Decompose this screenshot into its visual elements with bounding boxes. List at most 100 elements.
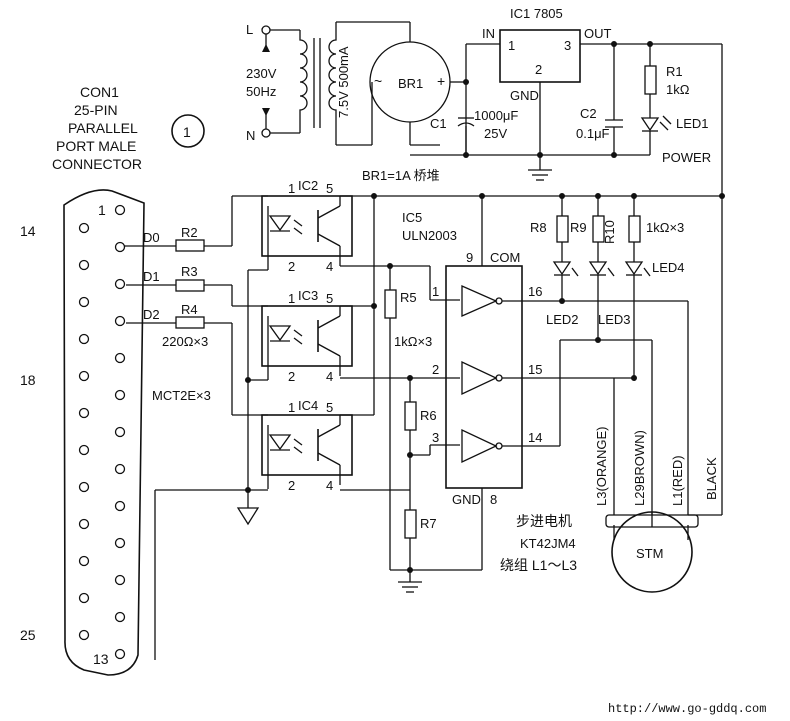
black-label: BLACK xyxy=(704,457,719,500)
con1-label-line4: PORT MALE xyxy=(56,138,136,154)
ic2-label: IC2 xyxy=(298,178,318,193)
watermark-url: http://www.go-gddq.com xyxy=(608,702,766,716)
uln2003-label: ULN2003 xyxy=(402,228,457,243)
ic1-label: IC1 7805 xyxy=(510,6,563,21)
opto-pin-4: 4 xyxy=(326,369,333,384)
opto-body xyxy=(261,195,353,257)
com-label: COM xyxy=(490,250,520,265)
opto-body xyxy=(261,305,353,367)
con1-label-line5: CONNECTOR xyxy=(52,156,142,172)
uln-gnd-label: GND xyxy=(452,492,481,507)
connector-pin xyxy=(114,648,126,660)
opto-pin-1: 1 xyxy=(288,400,295,415)
svg-text:~: ~ xyxy=(374,73,382,89)
opto-led xyxy=(268,434,292,451)
connector-pin xyxy=(114,574,126,586)
connector-pin xyxy=(114,278,126,290)
opto-pin-5: 5 xyxy=(326,181,333,196)
connector-pin xyxy=(78,481,90,493)
l3-label: L3(ORANGE) xyxy=(594,427,609,506)
stm-label: STM xyxy=(636,546,663,561)
r9-label: R9 xyxy=(570,220,587,235)
reg-pin1: 1 xyxy=(508,38,515,53)
connector-pin xyxy=(78,370,90,382)
uln-pin15: 15 xyxy=(528,362,542,377)
r8-label: R8 xyxy=(530,220,547,235)
connector-pin xyxy=(114,611,126,623)
c2-label: C2 xyxy=(580,106,597,121)
con1-pin-25-label: 25 xyxy=(20,627,36,643)
out-label: OUT xyxy=(584,26,612,41)
db25-connector xyxy=(63,189,145,676)
connector-pin xyxy=(114,500,126,512)
r4-label: R4 xyxy=(181,302,198,317)
reg-pin2: 2 xyxy=(535,62,542,77)
l1-label: L1(RED) xyxy=(670,455,685,506)
c2-value: 0.1μF xyxy=(576,126,610,141)
r5-label: R5 xyxy=(400,290,417,305)
r4-value-label: 220Ω×3 xyxy=(162,334,208,349)
power-label: POWER xyxy=(662,150,711,165)
led1-label: LED1 xyxy=(676,116,709,131)
opto-input-wiring xyxy=(231,195,268,526)
d2-label: D2 xyxy=(143,307,160,322)
con1-pin-1-label: 1 xyxy=(98,202,106,218)
opto-pin-2: 2 xyxy=(288,369,295,384)
led4-label: LED4 xyxy=(652,260,685,275)
motor-windings: 绕组 L1～L3 xyxy=(500,557,577,573)
opto-pin-1: 1 xyxy=(288,181,295,196)
br1-label: BR1 xyxy=(398,76,423,91)
connector-pin xyxy=(114,537,126,549)
figure-number-circle xyxy=(171,114,205,148)
opto-body xyxy=(261,414,353,476)
c1-label: C1 xyxy=(430,116,447,131)
r6-label: R6 xyxy=(420,408,437,423)
gnd-label: GND xyxy=(510,88,539,103)
r2-label: R2 xyxy=(181,225,198,240)
reg-pin3: 3 xyxy=(564,38,571,53)
uln-pin16: 16 xyxy=(528,284,542,299)
svg-text:+: + xyxy=(437,73,445,89)
mains-n-label: N xyxy=(246,128,255,143)
connector-pin xyxy=(78,518,90,530)
opto-pin-2: 2 xyxy=(288,478,295,493)
input-lines xyxy=(126,239,232,329)
br1-note: BR1=1A 桥堆 xyxy=(362,168,440,183)
r3-label: R3 xyxy=(181,264,198,279)
driver-wiring xyxy=(340,196,723,593)
connector-pin xyxy=(78,407,90,419)
uln-pin8: 8 xyxy=(490,492,497,507)
connector-pin xyxy=(114,352,126,364)
led2-label: LED2 xyxy=(546,312,579,327)
mct2e-label: MCT2E×3 xyxy=(152,388,211,403)
ic5-label: IC5 xyxy=(402,210,422,225)
con1-label-line1: CON1 xyxy=(80,84,119,100)
connector-pin xyxy=(78,444,90,456)
connector-pin xyxy=(114,426,126,438)
d0-label: D0 xyxy=(143,230,160,245)
motor-model: KT42JM4 xyxy=(520,536,576,551)
mains-voltage: 230V xyxy=(246,66,277,81)
c1-value: 1000μF xyxy=(474,108,518,123)
connector-pin xyxy=(114,315,126,327)
connector-pin xyxy=(78,259,90,271)
pulldown-value: 1kΩ×3 xyxy=(394,334,432,349)
connector-pin xyxy=(78,296,90,308)
connector-pin xyxy=(114,241,126,253)
mains-l-label: L xyxy=(246,22,253,37)
opto-led xyxy=(268,215,292,232)
connector-pin xyxy=(78,333,90,345)
opto-pin-4: 4 xyxy=(326,259,333,274)
uln-pin1: 1 xyxy=(432,284,439,299)
opto-pin-1: 1 xyxy=(288,291,295,306)
opto-led xyxy=(268,325,292,342)
r7-label: R7 xyxy=(420,516,437,531)
opto-pin-5: 5 xyxy=(326,291,333,306)
power-supply: ~ + xyxy=(261,21,722,181)
con1-label-line3: PARALLEL xyxy=(68,120,138,136)
uln2003-box xyxy=(445,265,523,489)
